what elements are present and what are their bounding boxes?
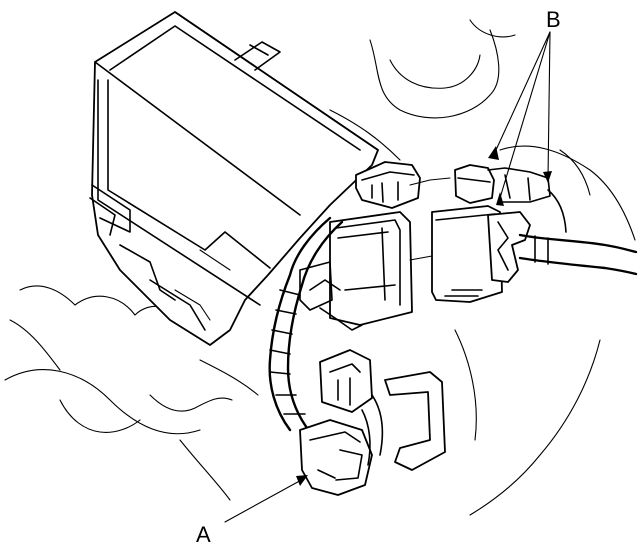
arrowhead-b2	[496, 192, 504, 206]
lower-harness	[268, 216, 344, 434]
right-harness	[518, 189, 638, 276]
arrowhead-b1	[488, 146, 499, 160]
callout-label-b: B	[546, 7, 561, 32]
relay-box	[89, 11, 379, 346]
arrowhead-b3	[543, 171, 552, 183]
upper-connectors	[355, 161, 551, 209]
background-contours	[4, 19, 636, 516]
arrowhead-a	[296, 475, 308, 486]
callout-leaders	[224, 31, 552, 523]
lower-connector	[299, 349, 446, 496]
main-connector	[299, 205, 531, 331]
callout-label-a: A	[196, 522, 211, 547]
